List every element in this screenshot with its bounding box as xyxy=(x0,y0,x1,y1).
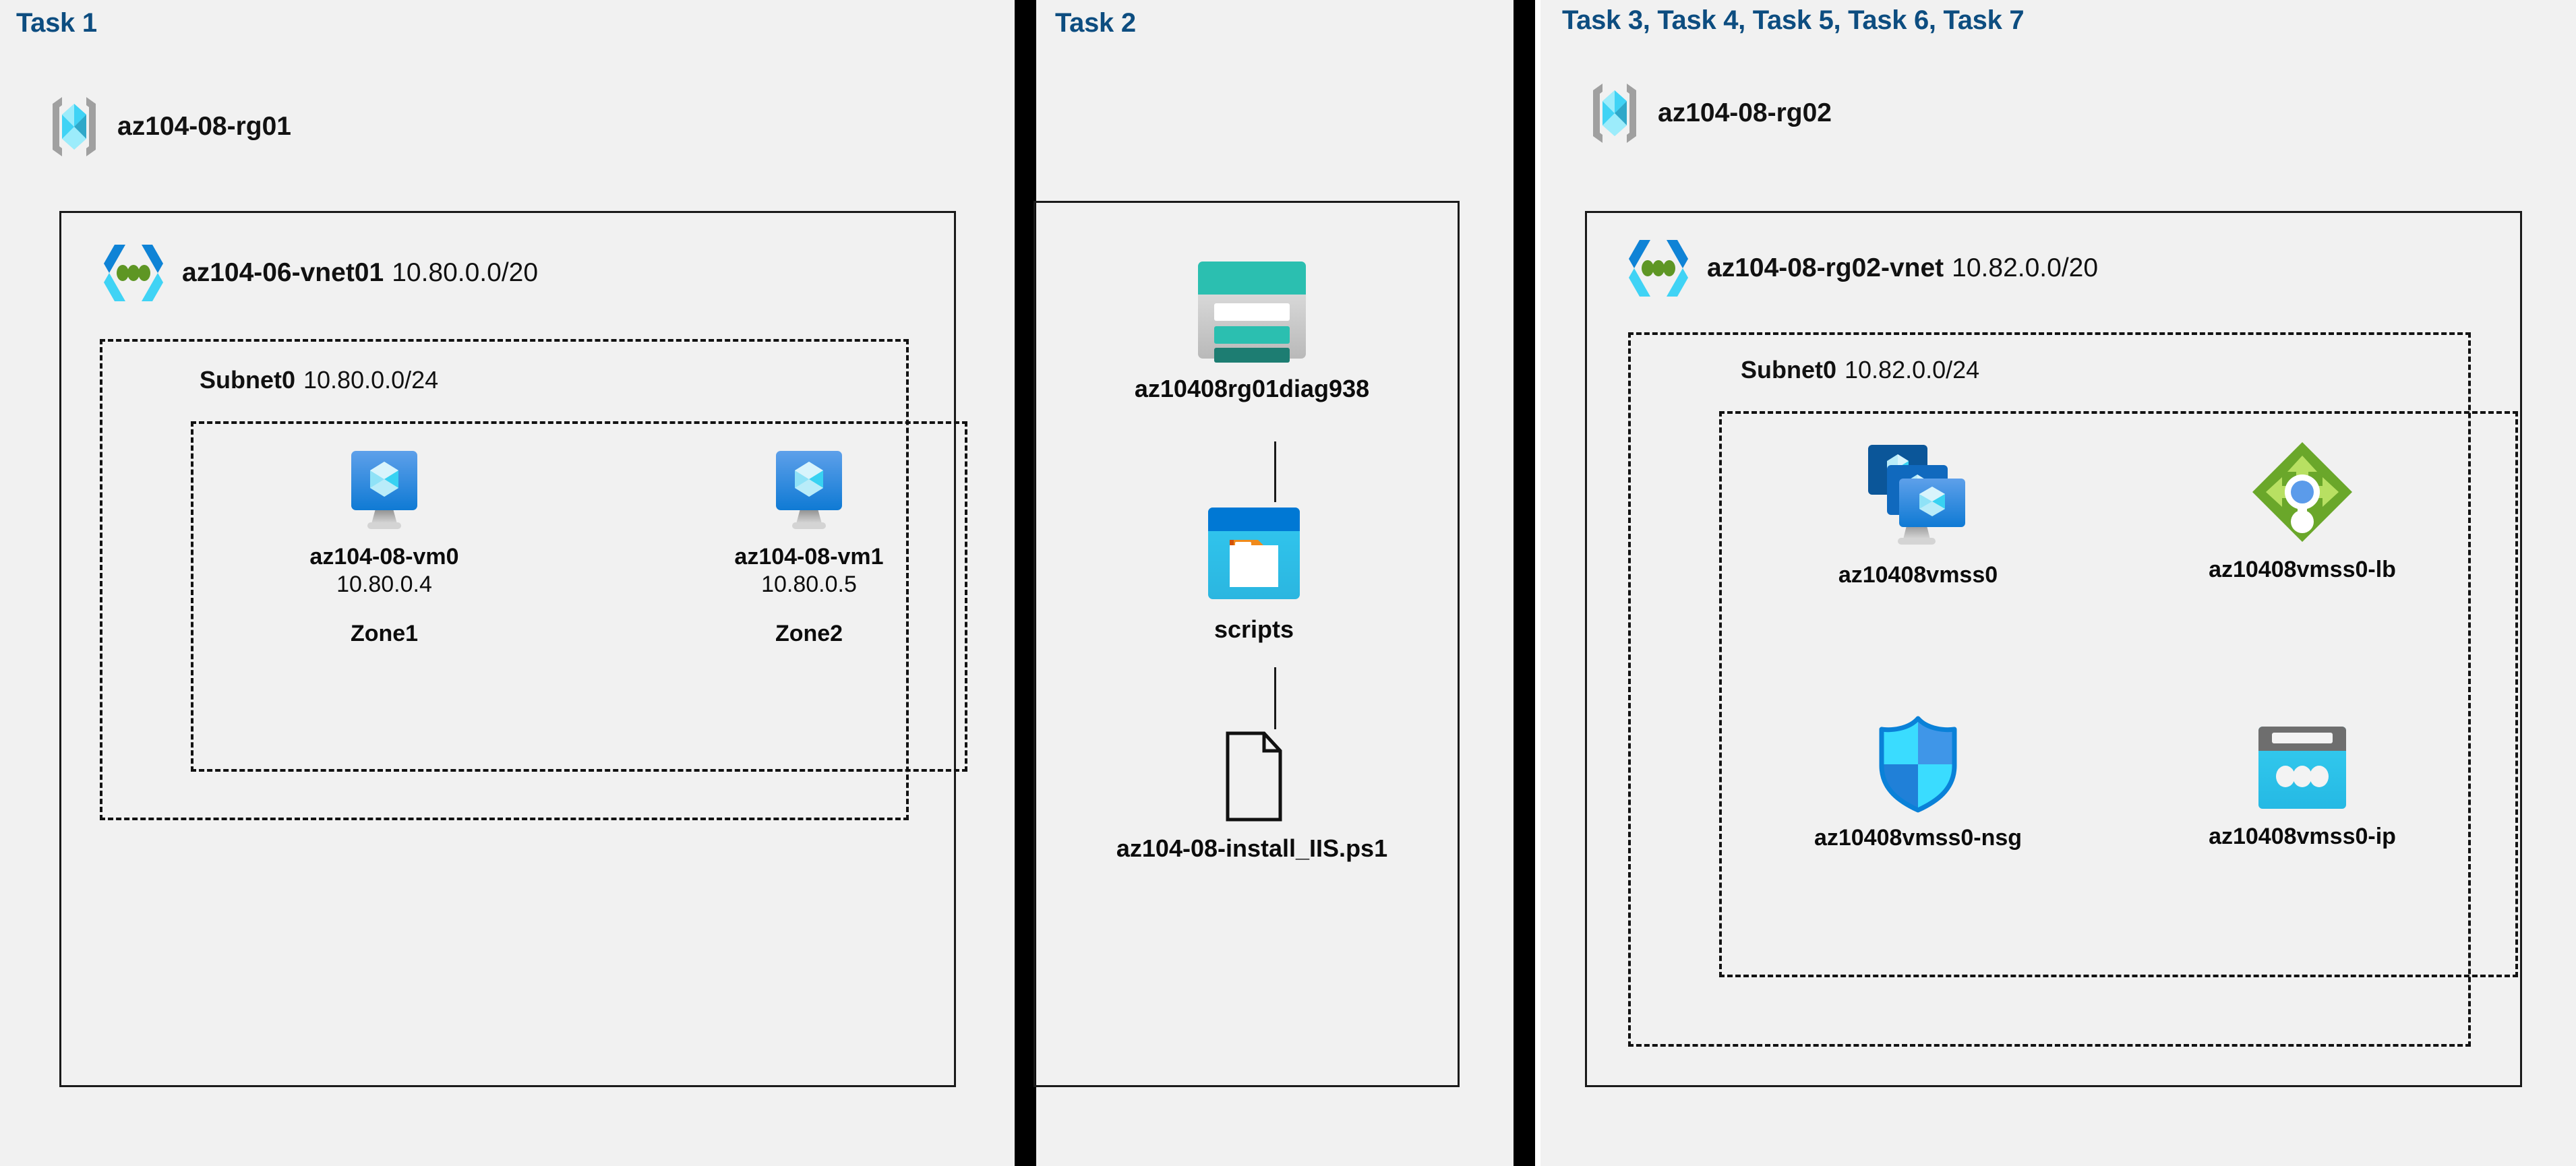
vnet-header-task1: az104-06-vnet01 10.80.0.0/20 xyxy=(100,239,538,307)
vm-name-0: az104-08-vm0 xyxy=(309,544,459,570)
vm-group-box-task1 xyxy=(191,421,967,772)
load-balancer-node[interactable]: az10408vmss0-lb xyxy=(2167,438,2437,583)
vnet-label-group-task3: az104-08-rg02-vnet 10.82.0.0/20 xyxy=(1707,253,2098,283)
resource-group-name-rg01: az104-08-rg01 xyxy=(117,112,291,141)
connector-container-to-file xyxy=(1274,667,1276,729)
vnet-header-task3: az104-08-rg02-vnet 10.82.0.0/20 xyxy=(1625,235,2098,302)
task-3-to-7-title: Task 3, Task 4, Task 5, Task 6, Task 7 xyxy=(1562,5,2025,35)
vm-ip-0: 10.80.0.4 xyxy=(336,572,432,597)
vnet-box-task1 xyxy=(59,211,956,1087)
script-file-name: az104-08-install_IIS.ps1 xyxy=(1116,834,1388,862)
blob-container-node[interactable]: scripts xyxy=(1156,502,1352,644)
task-2-title: Task 2 xyxy=(1055,8,1136,38)
vnet-name-task3: az104-08-rg02-vnet xyxy=(1707,253,1944,282)
vm-node-0[interactable]: az104-08-vm0 10.80.0.4 Zone1 xyxy=(283,448,485,647)
public-ip-node[interactable]: az10408vmss0-ip xyxy=(2181,723,2424,850)
subnet-label-task3: Subnet0 10.82.0.0/24 xyxy=(1741,356,1979,384)
subnet-cidr-task3: 10.82.0.0/24 xyxy=(1845,356,1980,383)
storage-account-node[interactable]: az10408rg01diag938 xyxy=(1110,256,1394,403)
resource-group-box-task3 xyxy=(1719,411,2518,977)
vmss-node[interactable]: az10408vmss0 xyxy=(1797,438,2039,588)
resource-group-header-rg01: az104-08-rg01 xyxy=(49,94,291,159)
public-ip-name: az10408vmss0-ip xyxy=(2209,824,2396,849)
vm-ip-1: 10.80.0.5 xyxy=(761,572,857,597)
virtual-network-icon xyxy=(1625,235,1692,302)
script-file-icon xyxy=(1216,729,1288,824)
subnet-box-task3 xyxy=(1628,332,2471,1047)
panel-divider-left xyxy=(1015,0,1036,1166)
nsg-node[interactable]: az10408vmss0-nsg xyxy=(1793,714,2043,851)
vm-zone-1: Zone2 xyxy=(775,621,843,646)
subnet-name-task1: Subnet0 xyxy=(200,366,296,394)
panel-task-3-7: Task 3, Task 4, Task 5, Task 6, Task 7 a… xyxy=(1540,0,2576,1166)
storage-box-task2 xyxy=(1034,201,1460,1087)
connector-storage-to-container xyxy=(1274,441,1276,502)
public-ip-address-icon xyxy=(2254,723,2350,813)
load-balancer-name: az10408vmss0-lb xyxy=(2209,557,2396,582)
vm-scale-set-icon xyxy=(1860,438,1976,551)
resource-group-icon xyxy=(49,94,100,159)
subnet-box-task1 xyxy=(100,339,909,820)
resource-group-name-rg02: az104-08-rg02 xyxy=(1658,98,1832,127)
blob-container-icon xyxy=(1203,502,1305,605)
vm-zone-0: Zone1 xyxy=(350,621,419,646)
task-1-title: Task 1 xyxy=(16,8,97,38)
vnet-box-task3 xyxy=(1585,211,2522,1087)
resource-group-icon xyxy=(1589,81,1640,146)
vnet-cidr-task3: 10.82.0.0/20 xyxy=(1952,253,2099,282)
nsg-name: az10408vmss0-nsg xyxy=(1814,825,2023,851)
vnet-label-group: az104-06-vnet01 10.80.0.0/20 xyxy=(182,258,538,288)
vnet-cidr-task1: 10.80.0.0/20 xyxy=(392,258,539,287)
virtual-machine-icon xyxy=(769,448,849,533)
vm-node-1[interactable]: az104-08-vm1 10.80.0.5 Zone2 xyxy=(708,448,910,647)
subnet-name-task3: Subnet0 xyxy=(1741,356,1837,383)
load-balancer-icon xyxy=(2248,438,2356,546)
panel-divider-right xyxy=(1514,0,1535,1166)
vnet-name-task1: az104-06-vnet01 xyxy=(182,258,384,287)
vm-name-1: az104-08-vm1 xyxy=(734,544,884,570)
network-security-group-icon xyxy=(1874,714,1963,814)
script-file-node[interactable]: az104-08-install_IIS.ps1 xyxy=(1107,729,1397,863)
storage-account-name: az10408rg01diag938 xyxy=(1134,375,1370,402)
storage-account-icon xyxy=(1191,256,1313,364)
panel-task-1: Task 1 az104-08-rg01 xyxy=(0,0,1015,1166)
virtual-machine-icon xyxy=(345,448,424,533)
blob-container-name: scripts xyxy=(1214,615,1294,643)
vmss-name: az10408vmss0 xyxy=(1838,562,1998,588)
resource-group-header-rg02: az104-08-rg02 xyxy=(1589,81,1832,146)
virtual-network-icon xyxy=(100,239,167,307)
panel-task-2: Task 2 xyxy=(1034,0,1514,1166)
subnet-cidr-task1: 10.80.0.0/24 xyxy=(303,366,439,394)
